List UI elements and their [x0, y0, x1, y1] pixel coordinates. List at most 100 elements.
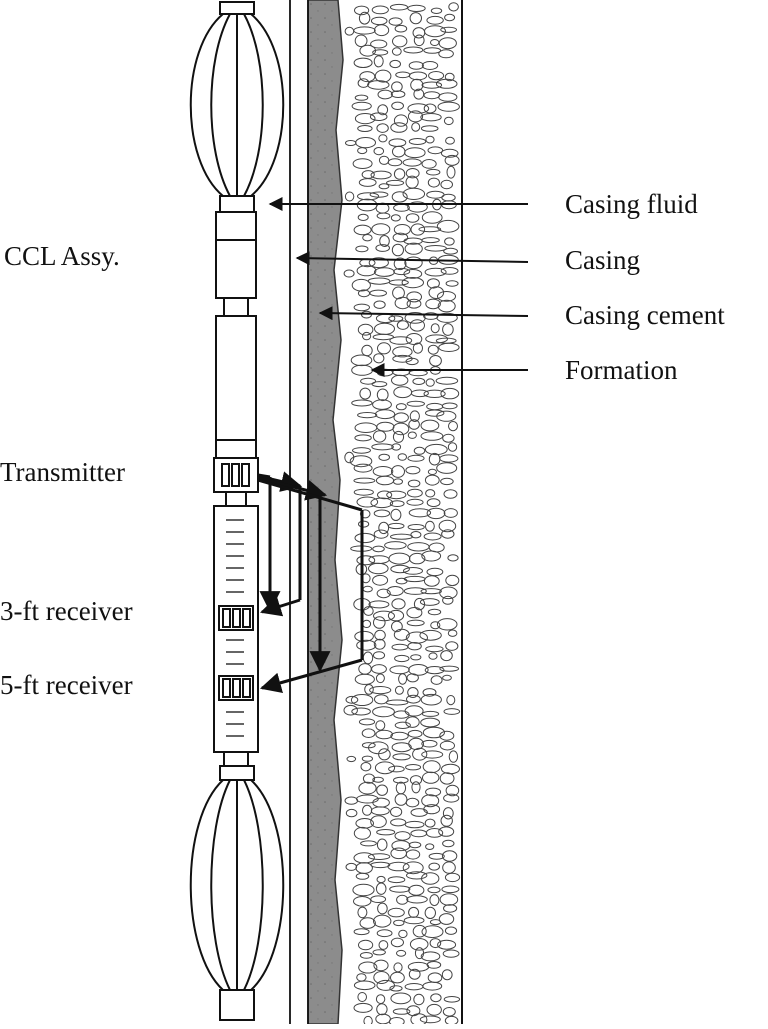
- formation-pebble: [396, 320, 409, 330]
- formation-pebble: [438, 92, 458, 102]
- formation-pebble: [408, 508, 432, 518]
- formation-pebble: [370, 806, 390, 816]
- formation-pebble: [442, 839, 455, 848]
- formation-pebble: [402, 861, 424, 875]
- formation-pebble: [435, 376, 459, 385]
- formation-pebble: [428, 652, 438, 660]
- formation-pebble: [356, 496, 379, 508]
- formation-pebble: [407, 524, 425, 531]
- formation-pebble: [429, 355, 442, 367]
- formation-pebble: [357, 192, 380, 201]
- label-formation: Formation: [565, 355, 678, 385]
- formation-pebble: [391, 443, 402, 451]
- label-3ft-receiver: 3-ft receiver: [0, 596, 133, 626]
- formation-pebble: [442, 323, 454, 336]
- formation-pebble: [371, 443, 394, 451]
- formation-pebble: [426, 498, 441, 508]
- formation-pebble: [370, 170, 392, 180]
- label-pointers: [268, 197, 529, 377]
- label-ccl-assy: CCL Assy.: [4, 241, 120, 271]
- formation-pebble: [412, 924, 427, 938]
- formation-pebble: [443, 489, 458, 499]
- formation-pebble: [370, 861, 391, 869]
- formation-pebble: [390, 818, 407, 827]
- formation-pebble: [448, 2, 459, 12]
- formation-pebble: [420, 431, 444, 441]
- formation-pebble: [423, 575, 440, 587]
- formation-pebble: [440, 814, 453, 827]
- formation-pebble: [354, 113, 376, 125]
- formation-pebble: [391, 243, 404, 257]
- formation-pebble: [393, 710, 410, 719]
- formation-pebble: [424, 666, 445, 675]
- formation-pebble: [438, 49, 454, 59]
- formation-pebble: [427, 146, 444, 155]
- formation-pebble: [390, 971, 405, 984]
- formation-pebble: [406, 694, 421, 704]
- formation-pebble: [390, 533, 413, 540]
- formation-pebble: [437, 939, 457, 950]
- formation-pebble: [410, 654, 422, 661]
- formation-pebble: [361, 755, 373, 762]
- formation-pebble: [420, 419, 440, 432]
- formation-pebble: [428, 862, 441, 871]
- formation-pebble: [441, 850, 458, 862]
- formation-pebble: [407, 454, 425, 462]
- formation-pebble: [423, 47, 442, 54]
- formation-pebble: [349, 455, 373, 468]
- formation-pebble: [423, 103, 437, 114]
- formation-pebble: [407, 201, 428, 213]
- formation-pebble: [424, 443, 448, 456]
- formation-pebble: [442, 807, 454, 820]
- formation-pebble: [436, 410, 457, 422]
- formation-pebble: [393, 478, 403, 485]
- formation-pebble: [387, 876, 406, 884]
- formation-pebble: [418, 226, 442, 233]
- formation-pebble: [394, 685, 404, 695]
- formation-pebble: [370, 39, 388, 49]
- formation-pebble: [425, 409, 445, 417]
- formation-pebble: [409, 775, 423, 785]
- formation-pebble: [422, 688, 437, 697]
- formation-pebble: [448, 750, 459, 763]
- formation-pebble: [406, 498, 424, 506]
- formation-pebble: [391, 47, 402, 56]
- formation-pebble: [410, 389, 429, 398]
- receiver-section: [213, 505, 259, 767]
- formation-pebble: [374, 694, 389, 705]
- formation-pebble: [373, 616, 386, 629]
- formation-pebble: [407, 479, 421, 488]
- formation-pebble: [353, 1002, 373, 1013]
- formation-pebble: [426, 507, 446, 520]
- formation-pebble: [357, 323, 374, 336]
- formation-pebble: [403, 269, 423, 279]
- formation-pebble: [408, 664, 429, 676]
- formation-pebble: [413, 34, 425, 47]
- formation-pebble: [391, 742, 412, 753]
- formation-pebble: [421, 739, 438, 748]
- formation-pebble: [428, 286, 445, 300]
- ccl-assembly: [215, 211, 257, 459]
- formation-pebble: [393, 267, 411, 276]
- formation-pebble: [425, 843, 435, 851]
- formation-pebble: [419, 1015, 441, 1024]
- formation-pebble: [391, 81, 403, 92]
- formation-pebble: [404, 256, 423, 270]
- pointer-casing: [295, 251, 529, 266]
- formation-pebble: [440, 148, 459, 158]
- formation-pebble: [443, 708, 461, 715]
- formation-pebble: [420, 113, 442, 122]
- formation-pebble: [443, 116, 454, 126]
- formation-pebble: [360, 377, 377, 385]
- formation-pebble: [439, 772, 455, 785]
- formation-pebble: [393, 168, 406, 180]
- formation-pebble: [372, 776, 384, 783]
- formation-pebble: [351, 101, 372, 111]
- formation-pebble: [440, 26, 458, 33]
- formation-pebble: [353, 488, 374, 496]
- formation-pebble: [357, 906, 368, 919]
- formation-pebble: [358, 11, 371, 25]
- formation-pebble: [441, 402, 458, 410]
- formation-pebble: [378, 521, 390, 535]
